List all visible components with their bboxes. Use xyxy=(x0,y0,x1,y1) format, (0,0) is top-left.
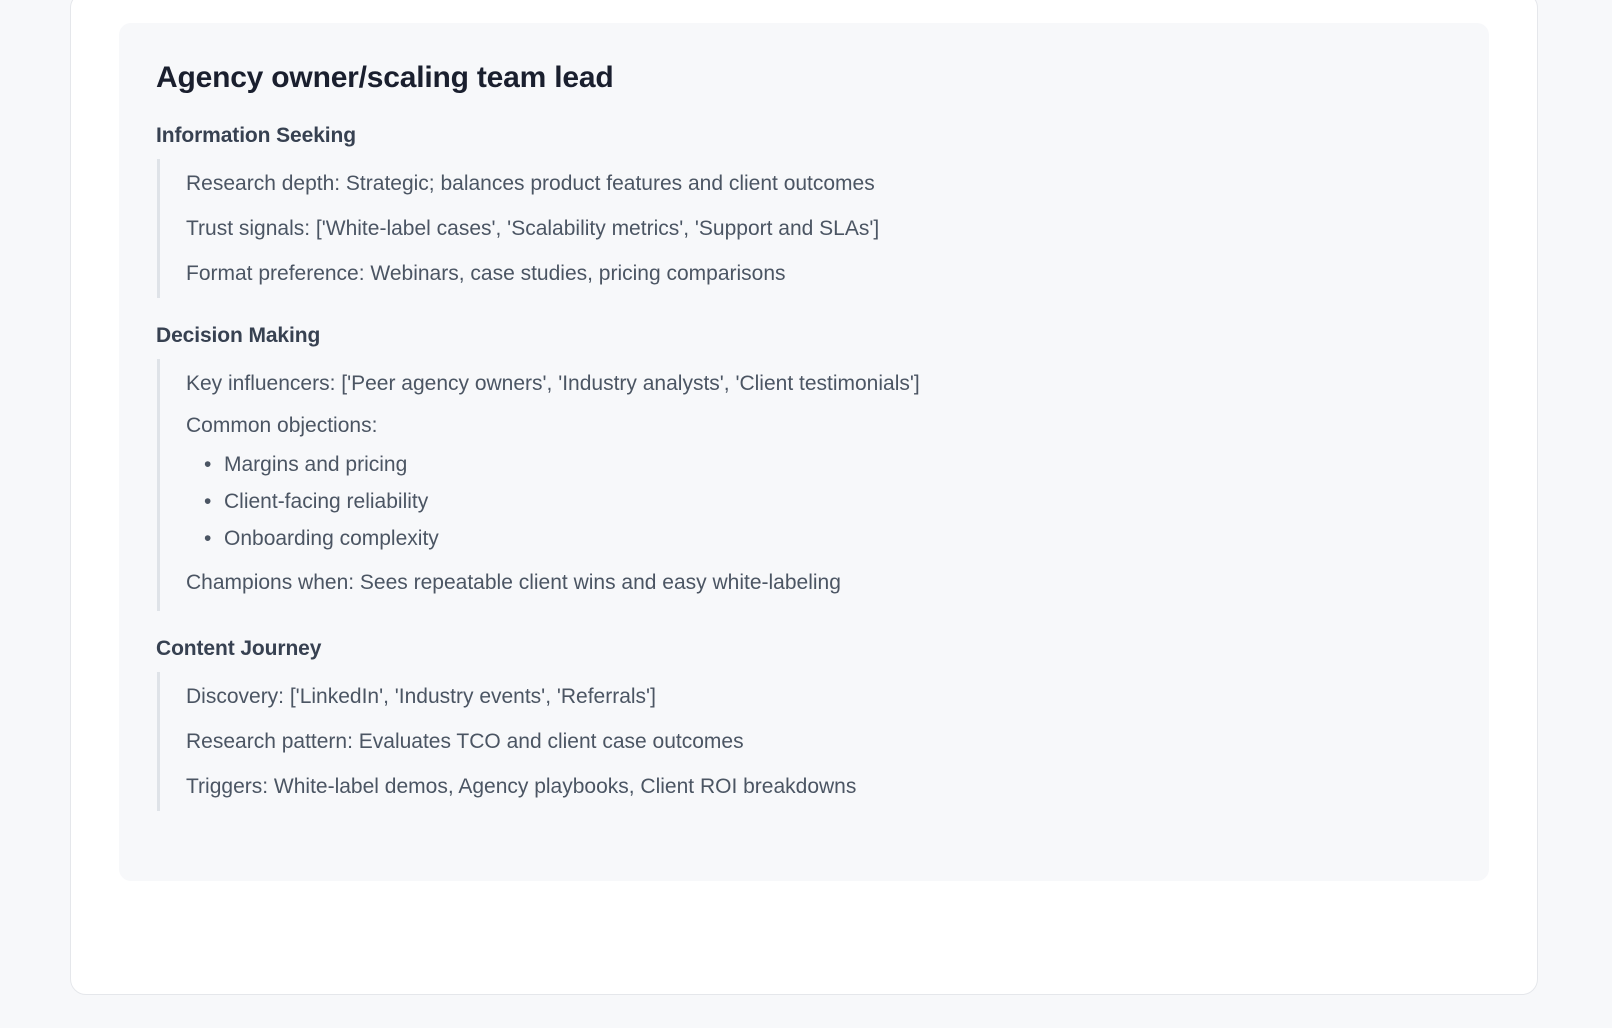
section-heading: Information Seeking xyxy=(156,124,356,147)
section-body: Key influencers: ['Peer agency owners', … xyxy=(157,359,1453,611)
section-information-seeking: Information Seeking Research depth: Stra… xyxy=(155,123,1453,298)
detail-row: Key influencers: ['Peer agency owners', … xyxy=(186,372,920,395)
objection-list: Margins and pricing Client-facing reliab… xyxy=(186,446,1453,557)
list-item: Client-facing reliability xyxy=(204,483,1453,520)
persona-card: Agency owner/scaling team lead Informati… xyxy=(70,0,1538,995)
detail-row: Triggers: White-label demos, Agency play… xyxy=(186,775,857,798)
list-item: Onboarding complexity xyxy=(204,520,1453,557)
section-body: Research depth: Strategic; balances prod… xyxy=(157,159,1453,298)
persona-panel: Agency owner/scaling team lead Informati… xyxy=(119,23,1489,881)
detail-row: Champions when: Sees repeatable client w… xyxy=(186,571,841,594)
detail-row: Common objections: xyxy=(186,414,378,437)
section-body: Discovery: ['LinkedIn', 'Industry events… xyxy=(157,672,1453,811)
section-heading: Content Journey xyxy=(156,637,322,660)
list-item: Margins and pricing xyxy=(204,446,1453,483)
section-decision-making: Decision Making Key influencers: ['Peer … xyxy=(155,323,1453,611)
section-heading: Decision Making xyxy=(156,324,321,347)
section-content-journey: Content Journey Discovery: ['LinkedIn', … xyxy=(155,636,1453,811)
detail-row: Format preference: Webinars, case studie… xyxy=(186,262,786,285)
detail-row: Research depth: Strategic; balances prod… xyxy=(186,172,875,195)
detail-row: Discovery: ['LinkedIn', 'Industry events… xyxy=(186,685,656,708)
detail-row: Trust signals: ['White-label cases', 'Sc… xyxy=(186,217,880,240)
detail-row: Research pattern: Evaluates TCO and clie… xyxy=(186,730,744,753)
page-title: Agency owner/scaling team lead xyxy=(156,61,614,94)
